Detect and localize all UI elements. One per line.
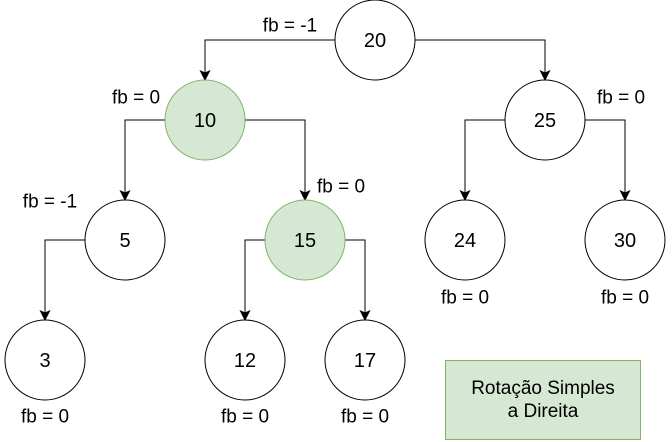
node-circle <box>504 79 586 161</box>
edges-layer <box>39 39 631 322</box>
balance-factor-12: fb = 0 <box>221 407 269 428</box>
arrowhead-icon <box>539 69 551 82</box>
arrowhead-icon <box>359 309 371 322</box>
edge-25-to-30 <box>585 119 631 202</box>
caption-text: Rotação Simples a Direita <box>471 378 615 422</box>
node-value: 12 <box>234 350 256 372</box>
balance-factor-30: fb = 0 <box>601 288 649 309</box>
tree-node-30: 30 <box>584 199 666 281</box>
node-circle <box>4 319 86 401</box>
edge-20-to-10 <box>199 39 335 82</box>
edge-10-to-5 <box>119 119 165 202</box>
edge-10-to-15 <box>245 119 311 202</box>
balance-factor-labels: fb = -1 fb = 0 fb = 0 fb = -1 fb = 0 fb = 0 fb… <box>21 16 649 428</box>
node-value: 24 <box>454 230 476 252</box>
tree-node-25: 25 <box>504 79 586 161</box>
node-circle <box>164 79 246 161</box>
arrowhead-icon <box>39 309 51 322</box>
nodes-layer: 20 10 25 5 15 24 30 3 12 17 <box>4 0 666 401</box>
balance-factor-5: fb = -1 <box>23 192 77 213</box>
node-circle <box>334 0 416 81</box>
node-circle <box>264 199 346 281</box>
node-circle <box>584 199 666 281</box>
edge-20-to-25 <box>415 39 551 82</box>
arrowhead-icon <box>619 189 631 202</box>
tree-node-17: 17 <box>324 319 406 401</box>
node-circle <box>84 199 166 281</box>
balance-factor-17: fb = 0 <box>341 407 389 428</box>
node-value: 3 <box>39 350 50 372</box>
node-value: 20 <box>364 30 386 52</box>
tree-node-12: 12 <box>204 319 286 401</box>
tree-node-15: 15 <box>264 199 346 281</box>
tree-node-3: 3 <box>4 319 86 401</box>
node-value: 15 <box>294 230 316 252</box>
node-value: 30 <box>614 230 636 252</box>
arrowhead-icon <box>459 189 471 202</box>
node-value: 17 <box>354 350 376 372</box>
node-value: 10 <box>194 110 216 132</box>
tree-node-24: 24 <box>424 199 506 281</box>
balance-factor-25: fb = 0 <box>597 88 645 109</box>
balance-factor-24: fb = 0 <box>441 288 489 309</box>
edge-5-to-3 <box>39 239 85 322</box>
balance-factor-15: fb = 0 <box>317 177 365 198</box>
node-circle <box>204 319 286 401</box>
node-value: 25 <box>534 110 556 132</box>
edge-15-to-12 <box>239 239 265 322</box>
node-circle <box>424 199 506 281</box>
tree-node-10: 10 <box>164 79 246 161</box>
node-circle <box>324 319 406 401</box>
arrowhead-icon <box>299 189 311 202</box>
edge-25-to-24 <box>459 119 505 202</box>
node-value: 5 <box>119 230 130 252</box>
arrowhead-icon <box>239 309 251 322</box>
tree-node-20: 20 <box>334 0 416 81</box>
arrowhead-icon <box>119 189 131 202</box>
arrowhead-icon <box>199 69 211 82</box>
edge-15-to-17 <box>345 239 371 322</box>
balance-factor-3: fb = 0 <box>21 407 69 428</box>
tree-node-5: 5 <box>84 199 166 281</box>
balance-factor-20: fb = -1 <box>263 16 317 37</box>
balance-factor-10: fb = 0 <box>112 88 160 109</box>
caption-box: Rotação Simples a Direita <box>445 360 641 440</box>
